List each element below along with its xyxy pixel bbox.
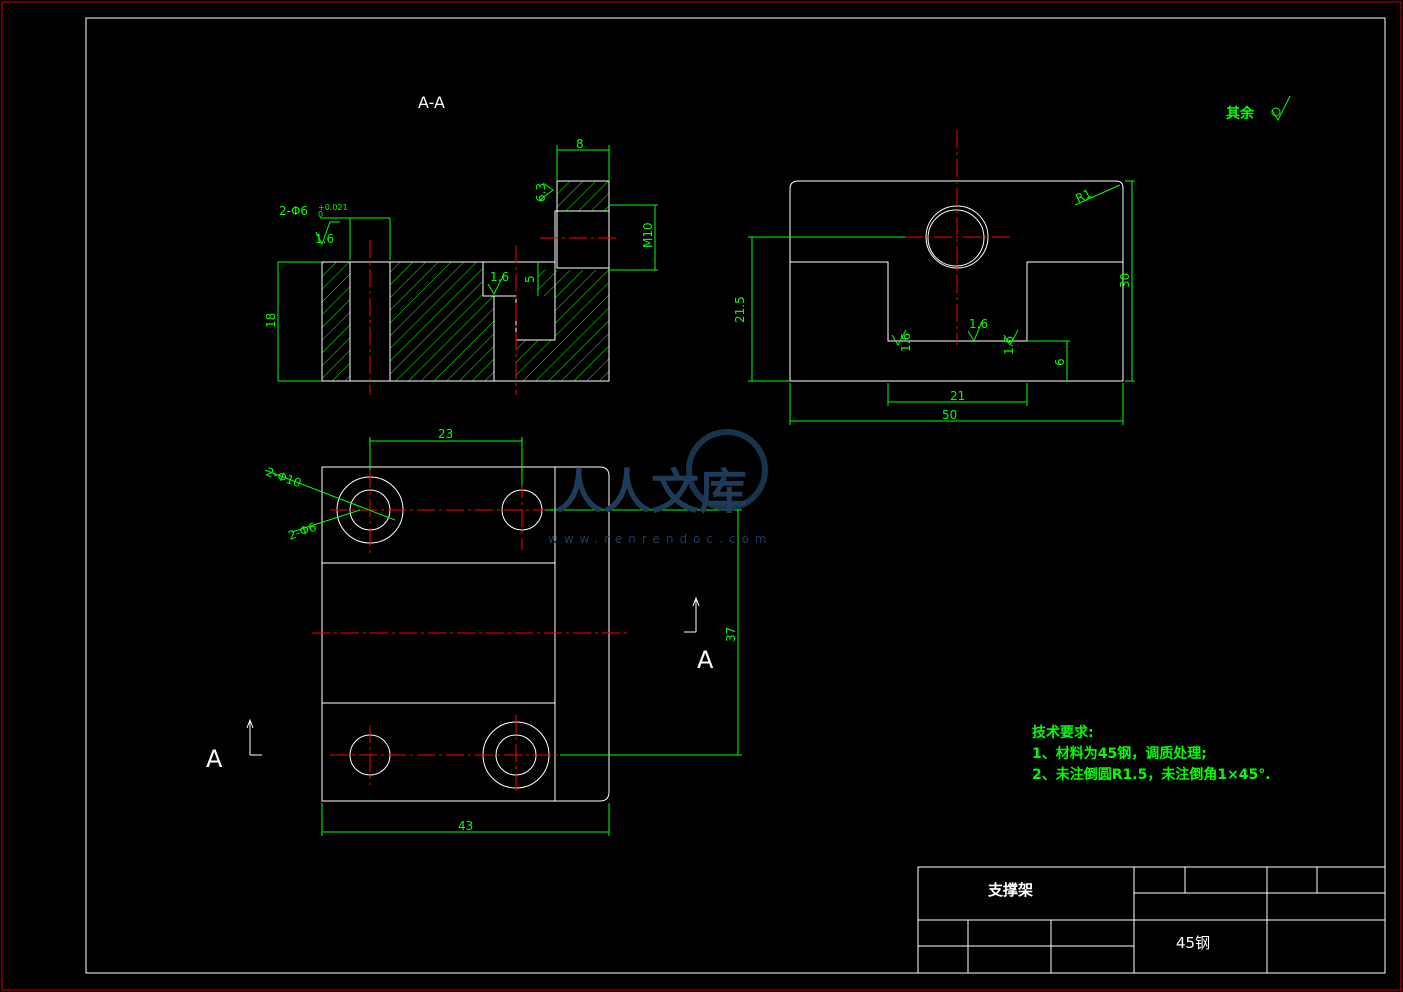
dim-height-30: 30 xyxy=(1118,273,1132,288)
dim-height-21-5: 21.5 xyxy=(733,296,747,323)
section-view-dimensions xyxy=(277,145,658,382)
watermark-text: 人人文库 xyxy=(555,464,747,520)
section-view-aa xyxy=(321,180,620,395)
side-view xyxy=(789,130,1124,382)
dim-tolerance-upper: +0.021 xyxy=(318,203,348,212)
dim-ra-1-6-d: 1.6 xyxy=(899,333,913,352)
watermark: 人人文库 www.renrendoc.com xyxy=(548,429,772,546)
section-arrows xyxy=(246,596,700,756)
title-block-part-name: 支撑架 xyxy=(987,881,1033,899)
tech-notes-title: 技术要求: xyxy=(1032,724,1094,741)
tech-notes-line1: 1、材料为45钢，调质处理; xyxy=(1032,745,1207,762)
dim-hole-2-phi6-top: 2-Φ6 xyxy=(286,520,318,543)
title-block xyxy=(917,866,1386,974)
drawing-border xyxy=(85,17,1386,974)
section-title: A-A xyxy=(418,93,445,112)
surface-rest-label: 其余 xyxy=(1226,105,1255,122)
dim-height-18: 18 xyxy=(264,313,278,328)
dim-ra-1-6-b: 1.6 xyxy=(490,270,509,284)
dim-radius-r1: R1 xyxy=(1073,186,1093,205)
dim-tolerance-lower: 0 xyxy=(318,210,323,219)
title-block-material: 45钢 xyxy=(1176,934,1210,952)
dim-dist-23: 23 xyxy=(438,427,453,441)
dim-dist-37: 37 xyxy=(724,627,738,642)
top-view-dimensions xyxy=(264,437,742,836)
dim-hole-2-phi10: 2-Φ10 xyxy=(264,465,303,491)
section-mark-a-right: A xyxy=(697,646,714,674)
side-view-dimensions xyxy=(748,95,1291,425)
dim-thread-m10: M10 xyxy=(641,222,655,248)
dim-width-43: 43 xyxy=(458,819,473,833)
dim-hole-2-phi6: 2-Φ6 xyxy=(279,204,308,218)
dim-ra-1-6-c: 1.6 xyxy=(969,317,988,331)
watermark-url: www.renrendoc.com xyxy=(548,532,772,546)
dim-height-6: 6 xyxy=(1053,358,1067,366)
dim-width-21: 21 xyxy=(950,389,965,403)
section-mark-a-left: A xyxy=(206,745,223,773)
dim-ra-1-6-e: 1.6 xyxy=(1002,336,1016,355)
top-view xyxy=(312,466,630,802)
dim-depth-5: 5 xyxy=(523,275,537,283)
tech-notes-line2: 2、未注倒圆R1.5，未注倒角1×45°. xyxy=(1032,766,1271,783)
dim-ra-1-6-a: 1.6 xyxy=(315,232,334,246)
dim-roughness-6-3: 6.3 xyxy=(534,183,548,202)
dim-width-8: 8 xyxy=(576,137,584,151)
dim-width-50: 50 xyxy=(942,408,957,422)
